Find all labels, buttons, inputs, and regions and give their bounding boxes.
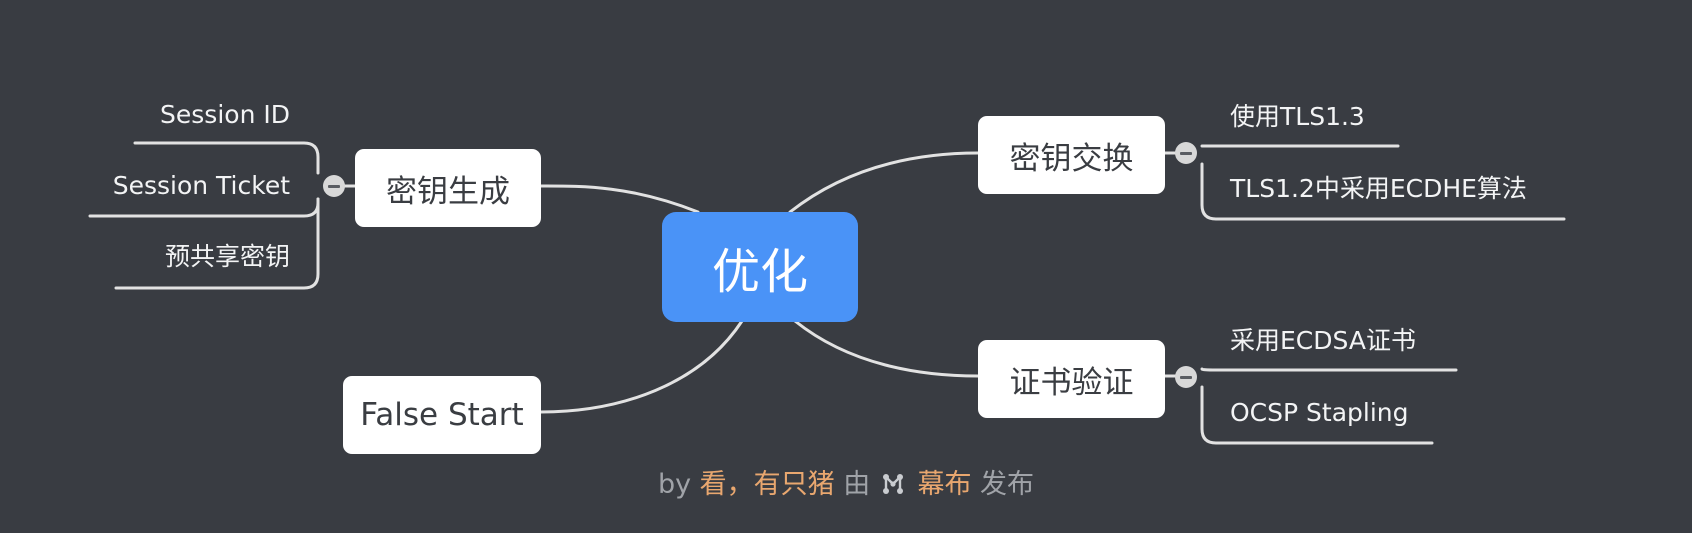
minus-icon	[1180, 151, 1192, 155]
branch-node-cert-verification[interactable]: 证书验证	[978, 340, 1165, 418]
collapse-toggle-cert-verification[interactable]	[1175, 366, 1197, 388]
connector-keygen-psk	[114, 197, 320, 290]
leaf-ocsp-stapling[interactable]: OCSP Stapling	[1230, 398, 1409, 427]
leaf-use-tls13[interactable]: 使用TLS1.3	[1230, 102, 1365, 131]
collapse-toggle-key-exchange[interactable]	[1175, 142, 1197, 164]
footer-via: 由	[843, 469, 871, 500]
footer-author[interactable]: 看，有只猪	[699, 469, 835, 500]
branch-node-false-start[interactable]: False Start	[343, 376, 541, 454]
footer-brand[interactable]: 幕布	[917, 469, 972, 500]
footer-by: by	[657, 469, 692, 500]
branch-node-label: 密钥交换	[1009, 140, 1134, 177]
branch-node-key-generation[interactable]: 密钥生成	[355, 149, 541, 227]
mubu-logo-icon	[882, 474, 903, 494]
connector-cert-ocsp	[1200, 385, 1434, 445]
branch-node-label: False Start	[360, 397, 524, 433]
minus-icon	[1180, 375, 1192, 379]
branch-node-key-exchange[interactable]: 密钥交换	[978, 116, 1165, 194]
footer-action: 发布	[980, 469, 1035, 500]
root-node[interactable]: 优化	[662, 212, 858, 322]
branch-node-label: 密钥生成	[386, 173, 510, 210]
leaf-pre-shared-key[interactable]: 预共享密钥	[164, 242, 290, 271]
leaf-tls12-ecdhe[interactable]: TLS1.2中采用ECDHE算法	[1230, 174, 1527, 203]
connector-root-false-start	[539, 319, 744, 414]
leaf-session-id[interactable]: Session ID	[160, 100, 290, 129]
leaf-session-ticket[interactable]: Session Ticket	[112, 171, 290, 200]
branch-node-label: 证书验证	[1009, 364, 1134, 401]
connector-keygen-session-ticket	[88, 197, 320, 218]
collapse-toggle-key-generation[interactable]	[323, 175, 345, 197]
minus-icon	[328, 184, 340, 188]
connector-keyex-ecdhe	[1200, 162, 1566, 221]
leaf-ecdsa-cert[interactable]: 采用ECDSA证书	[1230, 326, 1416, 355]
connector-cert-ecdsa	[1200, 367, 1458, 372]
connector-root-key-generation	[539, 184, 700, 214]
root-node-label: 优化	[711, 244, 808, 300]
connector-root-cert-verification	[793, 319, 980, 378]
footer-credit: by 看，有只猪 由 幕布 发布	[0, 462, 1692, 501]
connector-root-key-exchange	[788, 151, 980, 214]
connector-keygen-session-id	[133, 141, 320, 175]
